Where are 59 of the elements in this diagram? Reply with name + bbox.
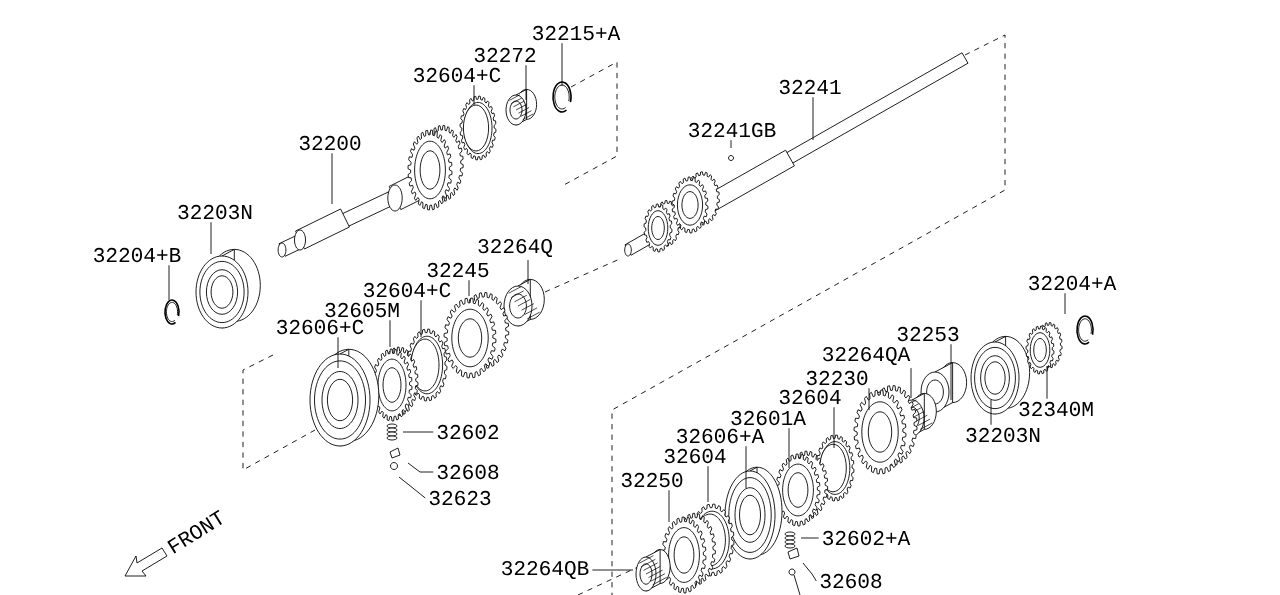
part-number: 32204+A bbox=[1029, 275, 1117, 291]
part-number: 32606+C bbox=[277, 319, 364, 335]
part-number: 32230 bbox=[806, 370, 868, 386]
part-number: 32605M bbox=[325, 302, 399, 318]
leader-line bbox=[812, 96, 814, 141]
part-number: 32604+C bbox=[364, 282, 451, 298]
part-number: 32602+A bbox=[823, 530, 911, 546]
leader-line bbox=[398, 476, 426, 499]
leader-line bbox=[910, 367, 912, 399]
leader-line bbox=[1064, 292, 1066, 315]
leader-line bbox=[389, 319, 391, 348]
leader-line bbox=[788, 427, 790, 469]
leader-line bbox=[561, 42, 563, 87]
part-number: 32604+C bbox=[414, 67, 501, 83]
leader-line bbox=[730, 139, 732, 149]
leader-line bbox=[527, 259, 529, 285]
leader-line bbox=[473, 84, 475, 106]
leader-line bbox=[402, 431, 434, 433]
leader-line bbox=[168, 264, 170, 301]
part-number: 32604 bbox=[779, 389, 841, 405]
leader-line bbox=[337, 336, 339, 369]
part-number: 32601A bbox=[731, 410, 806, 426]
part-number: 32203N bbox=[178, 204, 252, 220]
leader-line bbox=[802, 562, 817, 582]
leader-line bbox=[420, 299, 422, 338]
part-number: 32245 bbox=[427, 262, 489, 278]
part-number: 32203N bbox=[966, 427, 1040, 443]
part-number: 32272 bbox=[474, 47, 536, 63]
part-number: 32215+A bbox=[533, 25, 621, 41]
part-number: 32241 bbox=[779, 79, 841, 95]
leader-line bbox=[668, 489, 670, 523]
leader-line bbox=[745, 445, 747, 489]
leader-line bbox=[833, 406, 835, 449]
part-number: 32264Q bbox=[478, 238, 552, 258]
part-number: 32204+B bbox=[94, 247, 181, 263]
leader-line bbox=[990, 399, 992, 426]
leader-line bbox=[210, 221, 212, 255]
part-number: 32604 bbox=[664, 448, 726, 464]
part-number: 32264QB bbox=[502, 560, 589, 580]
part-number: 32250 bbox=[621, 472, 683, 488]
leader-line bbox=[591, 569, 634, 571]
leader-line bbox=[468, 279, 470, 297]
part-number: 32200 bbox=[299, 135, 361, 151]
part-number: 32608 bbox=[437, 464, 499, 480]
leader-line bbox=[800, 537, 820, 539]
leader-line bbox=[331, 152, 333, 205]
leader-line bbox=[868, 387, 870, 411]
part-number: 32623 bbox=[429, 490, 491, 506]
leader-line bbox=[407, 462, 434, 473]
part-number: 32340M bbox=[1019, 401, 1093, 417]
part-number: 32602 bbox=[437, 424, 499, 440]
part-number: 32253 bbox=[897, 326, 959, 342]
part-number: 32608 bbox=[820, 573, 882, 589]
leader-line bbox=[1046, 365, 1048, 400]
leader-line bbox=[707, 465, 709, 503]
part-number: 32264QA bbox=[823, 346, 911, 366]
part-number: 32241GB bbox=[689, 122, 776, 138]
leader-line bbox=[525, 64, 527, 101]
part-number: 32606+A bbox=[677, 428, 765, 444]
